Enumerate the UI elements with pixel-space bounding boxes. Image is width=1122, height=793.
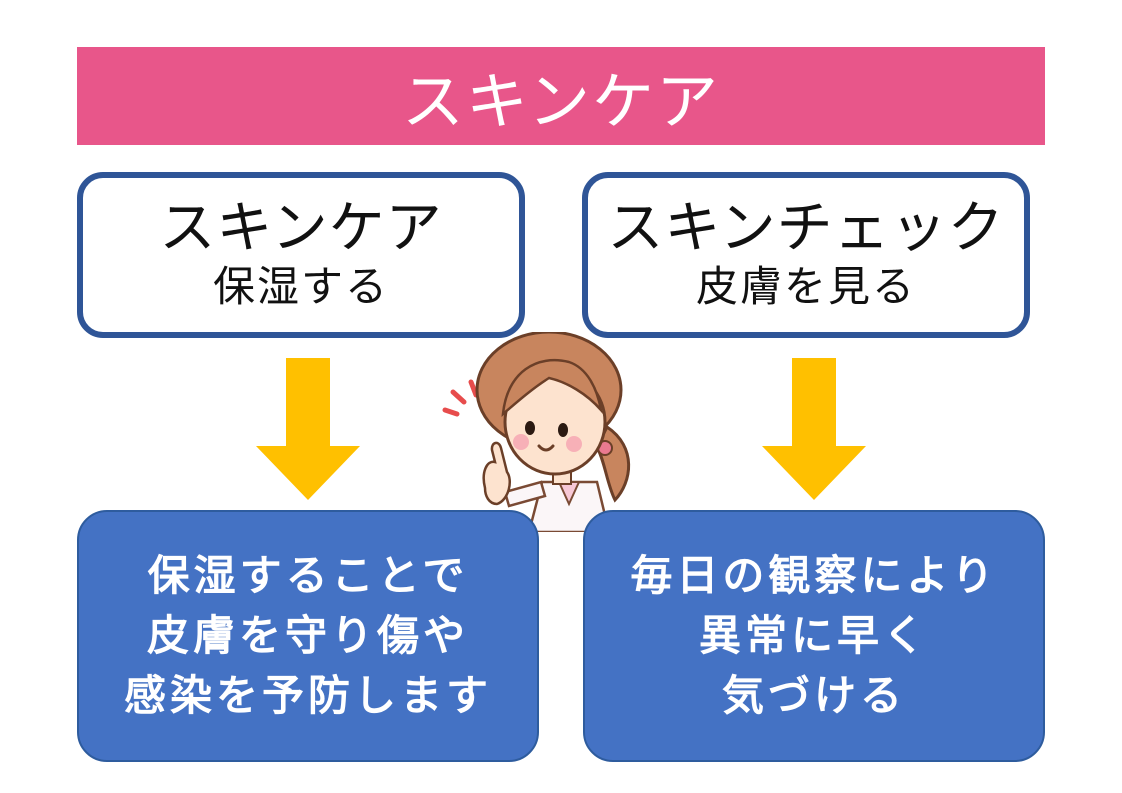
arrow-down-icon: [256, 358, 360, 500]
banner-title: スキンケア: [401, 65, 721, 138]
result-line: 皮膚を守り傷や: [146, 611, 469, 660]
result-line: 毎日の観察により: [630, 551, 998, 600]
result-line: 気づける: [721, 671, 906, 720]
result-line: 異常に早く: [698, 611, 929, 660]
result-line: 保湿することで: [147, 551, 469, 600]
skincheck-card: スキンチェック 皮膚を見る: [582, 172, 1030, 338]
result-line: 感染を予防します: [123, 671, 492, 720]
skincheck-card-subtitle: 皮膚を見る: [695, 262, 916, 311]
skincare-card: スキンケア 保湿する: [77, 172, 525, 338]
skincare-card-title: スキンケア: [159, 196, 443, 261]
header-banner: スキンケア: [77, 47, 1045, 145]
skincare-result-box: 保湿することで 皮膚を守り傷や 感染を予防します: [77, 510, 539, 762]
skincheck-card-title: スキンチェック: [607, 196, 1005, 261]
nurse-pointing-illustration: [442, 332, 631, 532]
skincheck-result-box: 毎日の観察により 異常に早く 気づける: [583, 510, 1045, 762]
skincare-card-subtitle: 保湿する: [212, 262, 389, 311]
sparkle-lines: [442, 379, 479, 417]
arrow-down-icon: [762, 358, 866, 500]
